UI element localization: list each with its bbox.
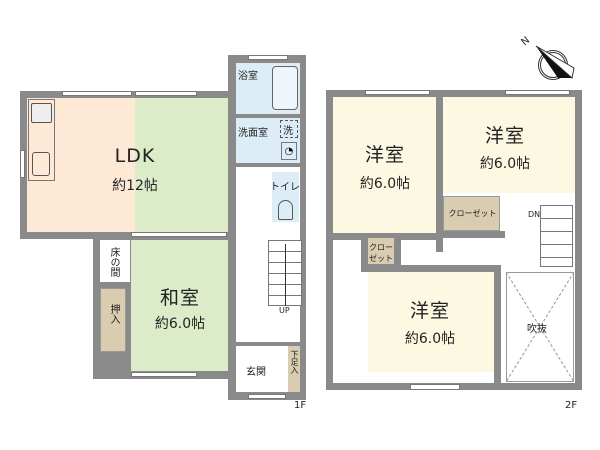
ldk-label: LDK — [114, 145, 156, 167]
window — [505, 90, 570, 95]
bathtub-icon — [272, 66, 298, 110]
floor-1f-label: 1F — [294, 400, 307, 411]
shoe-label: 下足入 — [290, 350, 299, 374]
stairs-dn-label: DN — [528, 210, 541, 219]
western1-size: 約6.0帖 — [359, 176, 411, 192]
washitsu-size: 約6.0帖 — [154, 316, 206, 332]
stove-icon — [31, 103, 52, 123]
window — [131, 232, 227, 237]
western3-floor — [368, 272, 494, 372]
compass-needle-icon — [535, 45, 575, 79]
void-label: 吹抜 — [527, 324, 547, 335]
closet2-floor — [368, 238, 394, 264]
closet1-floor — [443, 196, 500, 231]
western2-size: 約6.0帖 — [479, 156, 531, 172]
washroom-label: 洗面室 — [238, 128, 268, 139]
wall — [361, 265, 501, 272]
western3-label: 洋室 — [409, 300, 450, 322]
washroom-floor — [236, 118, 300, 163]
washitsu-label: 和室 — [159, 287, 200, 309]
tokonoma-label: 床の間 — [108, 247, 119, 277]
washitsu-floor — [131, 240, 228, 371]
sink-icon — [32, 152, 50, 176]
ldk-size: 約12帖 — [112, 178, 158, 194]
window — [131, 372, 197, 377]
stairs-up-label: UP — [279, 306, 290, 315]
western1-label: 洋室 — [364, 144, 405, 166]
oshiire-floor — [100, 288, 126, 352]
washer-box — [280, 120, 298, 138]
toilet-label: トイレ — [270, 182, 300, 193]
oshiire-label: 押入 — [108, 304, 119, 324]
entrance-label: 玄関 — [246, 367, 266, 378]
window — [135, 91, 197, 96]
washer-label: 洗 — [283, 126, 293, 137]
stairs-arrow — [285, 244, 286, 306]
window — [62, 91, 132, 96]
shoe-box — [288, 346, 300, 392]
water-heater-icon: ◔ — [281, 142, 297, 160]
floor-2f-label: 2F — [565, 400, 578, 411]
void-cross — [506, 272, 574, 382]
window — [248, 394, 286, 399]
toilet-icon — [278, 200, 293, 220]
bath-label: 浴室 — [238, 71, 258, 82]
closet1-label: クローゼット — [448, 209, 497, 218]
wall — [443, 231, 505, 238]
wall — [494, 265, 501, 390]
western2-floor — [443, 97, 575, 193]
stairs-2f[interactable] — [540, 205, 573, 267]
window — [248, 55, 288, 60]
closet2-label: クロー ゼット — [369, 243, 393, 263]
window — [365, 90, 430, 95]
western2-label: 洋室 — [484, 125, 525, 147]
wall — [333, 233, 436, 240]
wall — [436, 92, 443, 252]
western1-floor — [333, 97, 436, 233]
western3-size: 約6.0帖 — [404, 331, 456, 347]
window — [20, 150, 25, 178]
bay-window — [410, 384, 460, 390]
entrance-floor — [236, 346, 288, 392]
tokonoma-floor — [100, 240, 130, 282]
ldk-living-floor — [135, 98, 228, 232]
